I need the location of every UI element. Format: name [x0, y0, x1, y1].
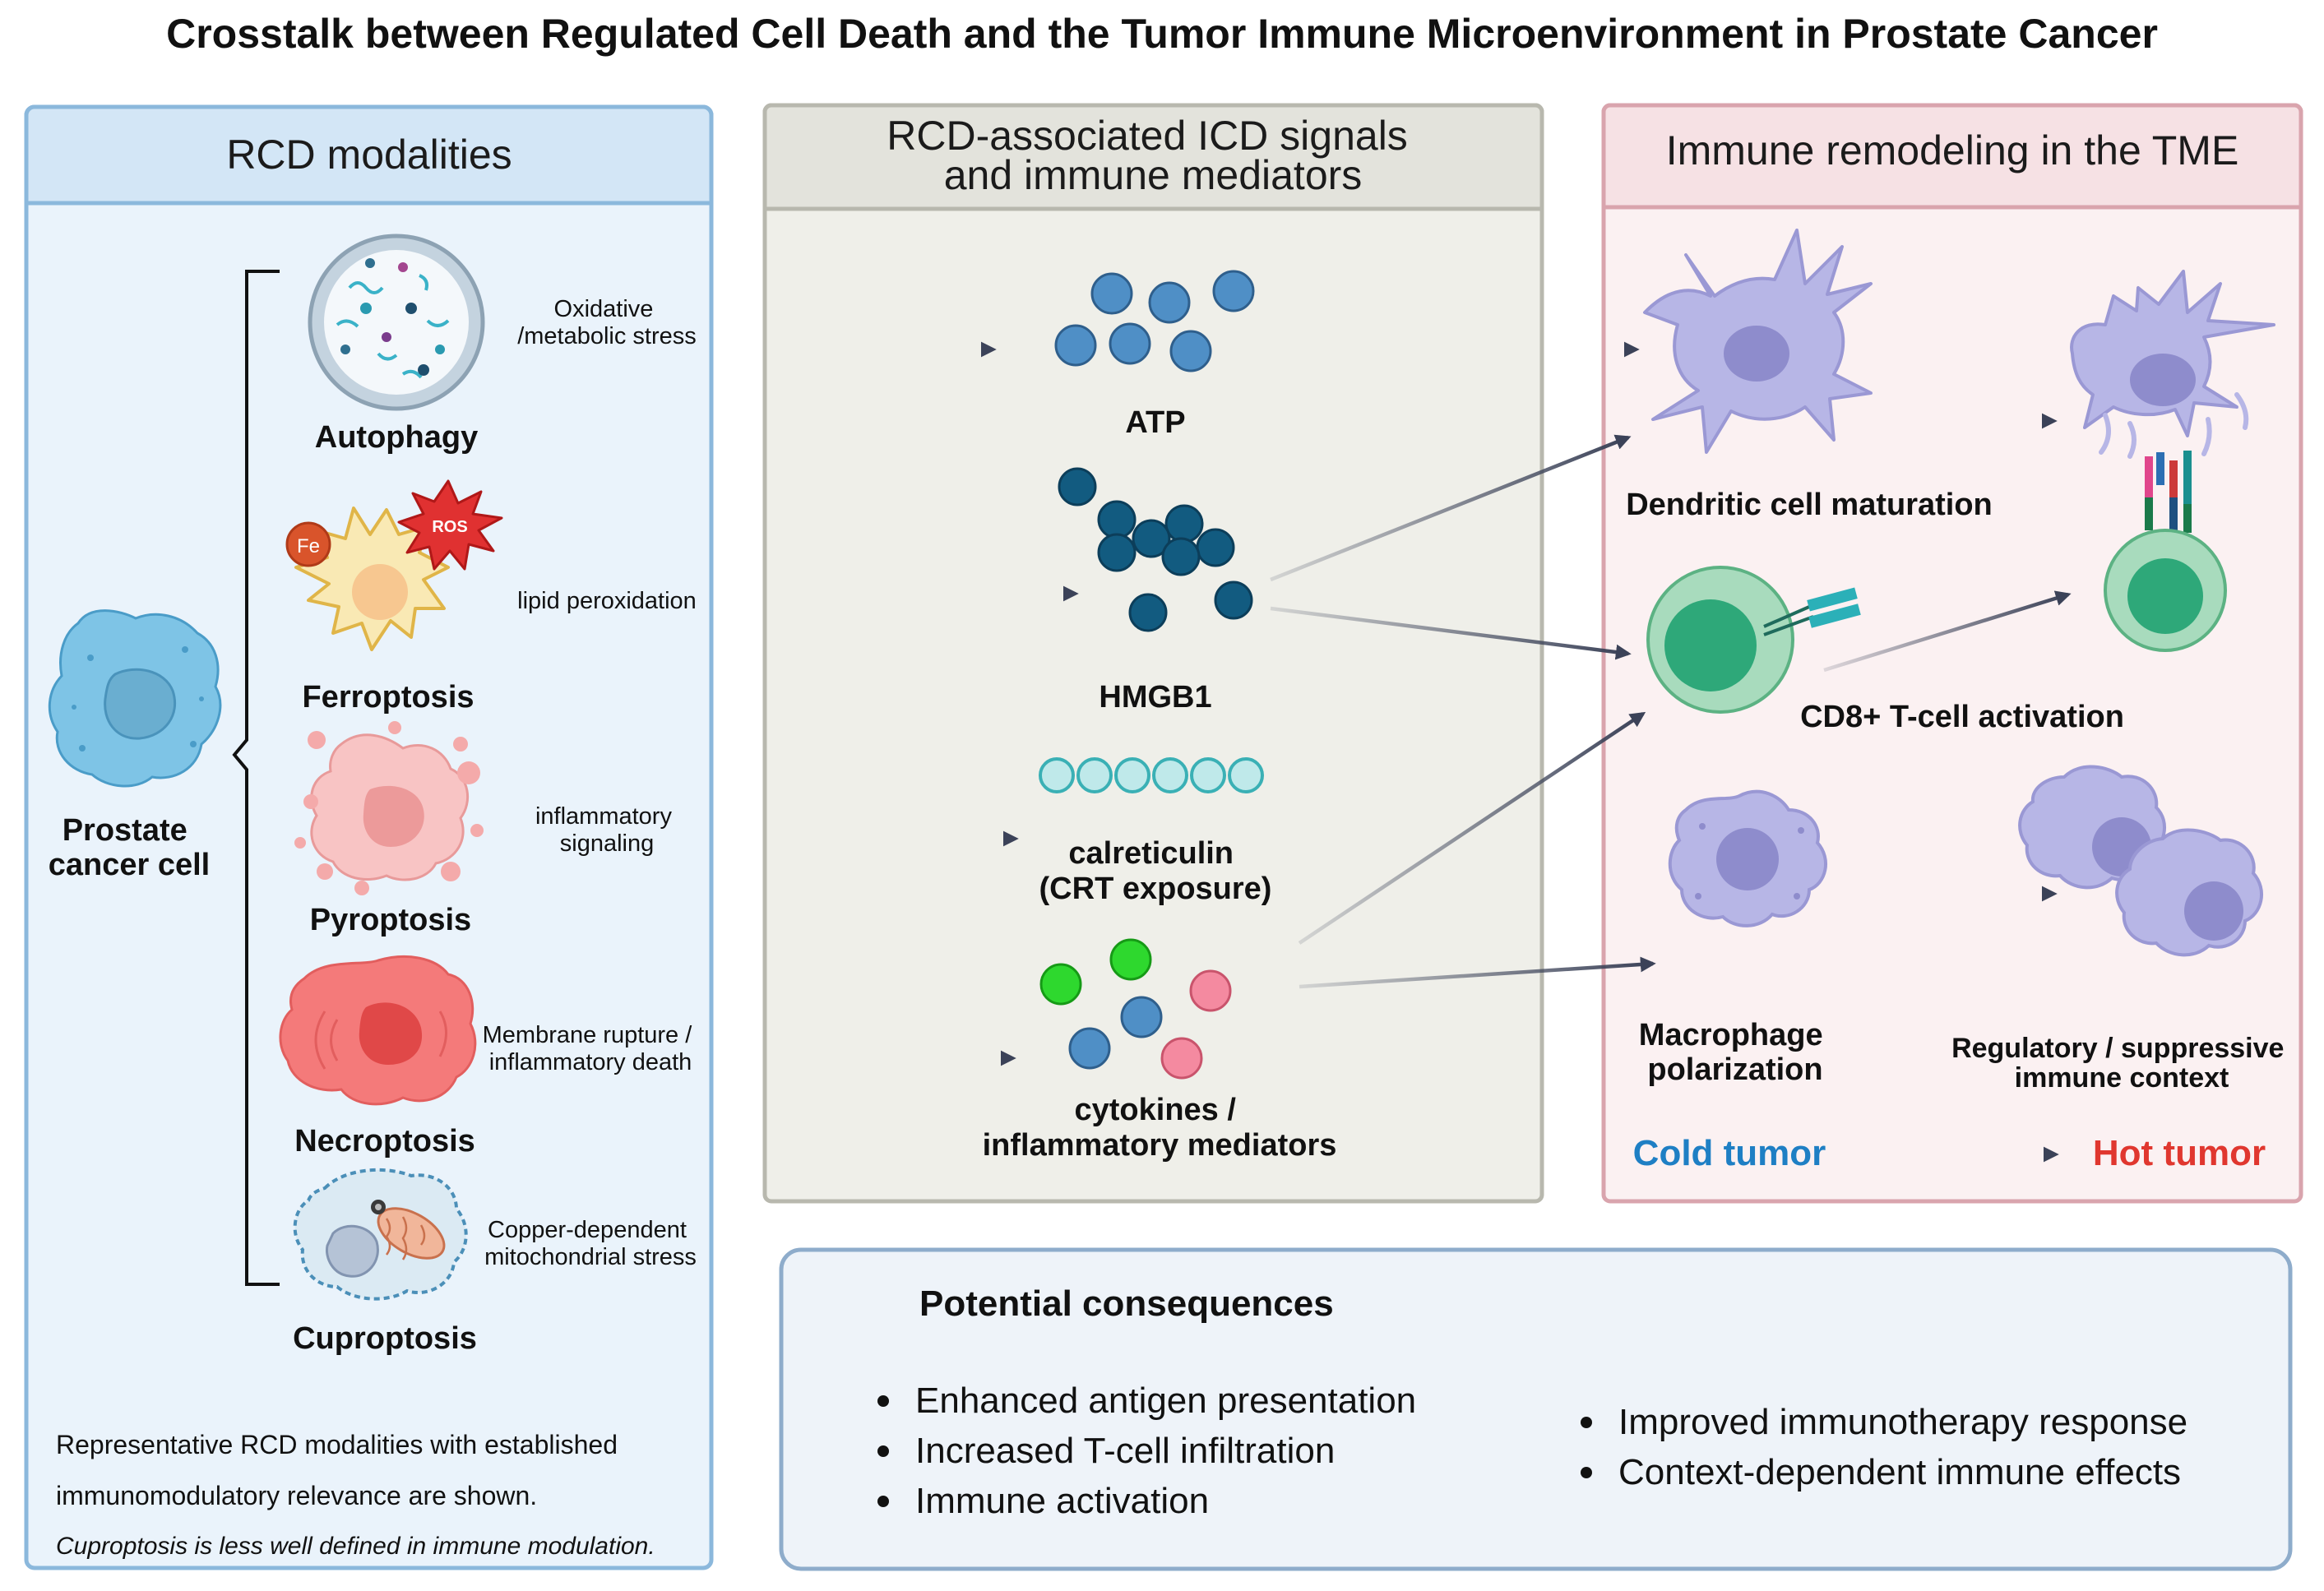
consequences-left-list: Enhanced antigen presentation Increased … — [877, 1381, 1416, 1521]
calreticulin-label: calreticulin (CRT exposure) — [1039, 836, 1272, 906]
rcd-footnote: Representative RCD modalities with estab… — [56, 1430, 625, 1510]
arrow-hmgb1-dc — [1270, 434, 1632, 582]
pyroptosis-icon — [294, 721, 484, 895]
regulatory-context-label: Regulatory / suppressive immune context — [1951, 1033, 2292, 1094]
arrow-cd8-activated — [1823, 590, 2072, 673]
consequence-item: Context-dependent immune effects — [1618, 1452, 2181, 1492]
calreticulin-signal-icon — [1039, 757, 1264, 793]
svg-text:Fe: Fe — [297, 535, 320, 557]
cytokines-label: cytokines / inflammatory mediators — [983, 1093, 1337, 1163]
consequence-item: Increased T-cell infiltration — [915, 1431, 1335, 1471]
macrophage-polarization-label: Macrophage polarization — [1639, 1018, 1831, 1087]
pyroptosis-label: Pyroptosis — [310, 903, 471, 937]
rcd-footnote-italic: Cuproptosis is less well defined in immu… — [56, 1533, 655, 1560]
activated-t-cell-icon — [2104, 529, 2227, 652]
icd-panel-header: RCD-associated ICD signals and immune me… — [887, 113, 1419, 198]
dendritic-cell-icon — [1643, 229, 1873, 454]
cuproptosis-stimulus-label: Copper-dependent mitochondrial stress — [484, 1217, 697, 1270]
flow-arrows — [699, 341, 2072, 1163]
cold-tumor-label: Cold tumor — [1633, 1133, 1826, 1173]
arrow-hmgb1-cd8 — [1270, 606, 1632, 660]
hmgb1-label: HMGB1 — [1099, 680, 1211, 715]
ferroptosis-label: Ferroptosis — [302, 680, 474, 715]
cuproptosis-label: Cuproptosis — [293, 1321, 477, 1356]
consequence-item: Immune activation — [915, 1481, 1209, 1521]
autophagy-stimulus-label: Oxidative /metabolic stress — [517, 296, 697, 349]
arrow-cytokines-cd8 — [1298, 711, 1646, 945]
cd8-activation-label: CD8+ T-cell activation — [1800, 700, 2124, 734]
iron-badge: Fe — [285, 521, 331, 567]
autophagy-label: Autophagy — [315, 420, 478, 455]
necroptosis-stimulus-label: Membrane rupture / inflammatory death — [483, 1022, 699, 1075]
dc-maturation-label: Dendritic cell maturation — [1626, 488, 1993, 522]
tme-panel-header: Immune remodeling in the TME — [1666, 127, 2239, 173]
consequences-right-list: Improved immunotherapy response Context-… — [1581, 1402, 2187, 1492]
figure-title: Crosstalk between Regulated Cell Death a… — [166, 11, 2158, 57]
ros-badge: ROS — [397, 479, 503, 571]
modality-bracket — [232, 270, 280, 1286]
rcd-panel-header: RCD modalities — [226, 132, 512, 178]
arrow-cytokines-macrophage — [1299, 956, 1656, 989]
autophagy-icon — [308, 234, 485, 411]
hmgb1-signal-icon — [1058, 467, 1253, 632]
cd8-t-cell-icon — [1646, 566, 1861, 714]
hot-tumor-label: Hot tumor — [2093, 1133, 2266, 1173]
consequence-item: Improved immunotherapy response — [1618, 1402, 2187, 1442]
necroptosis-icon — [279, 955, 477, 1106]
consequence-item: Enhanced antigen presentation — [915, 1381, 1416, 1421]
consequences-panel — [779, 1247, 2293, 1571]
cuproptosis-icon — [293, 1168, 468, 1301]
svg-text:ROS: ROS — [432, 518, 467, 536]
prostate-cancer-cell-icon — [48, 609, 222, 788]
consequences-title: Potential consequences — [919, 1283, 1334, 1324]
pyroptosis-stimulus-label: inflammatory signaling — [535, 803, 678, 857]
mature-dendritic-cell-icon — [2070, 270, 2275, 459]
prostate-cancer-cell-label: Prostate cancer cell — [49, 813, 210, 882]
cytokines-signal-icon — [1039, 938, 1232, 1080]
atp-signal-icon — [1054, 270, 1255, 372]
necroptosis-label: Necroptosis — [294, 1124, 475, 1159]
ferroptosis-stimulus-label: lipid peroxidation — [517, 588, 697, 614]
immune-synapse-receptors-icon — [2145, 451, 2192, 533]
atp-label: ATP — [1125, 405, 1185, 440]
macrophage-icon — [1668, 789, 1827, 927]
regulatory-cells-icon — [2018, 765, 2263, 957]
icd-panel — [762, 103, 1544, 1204]
